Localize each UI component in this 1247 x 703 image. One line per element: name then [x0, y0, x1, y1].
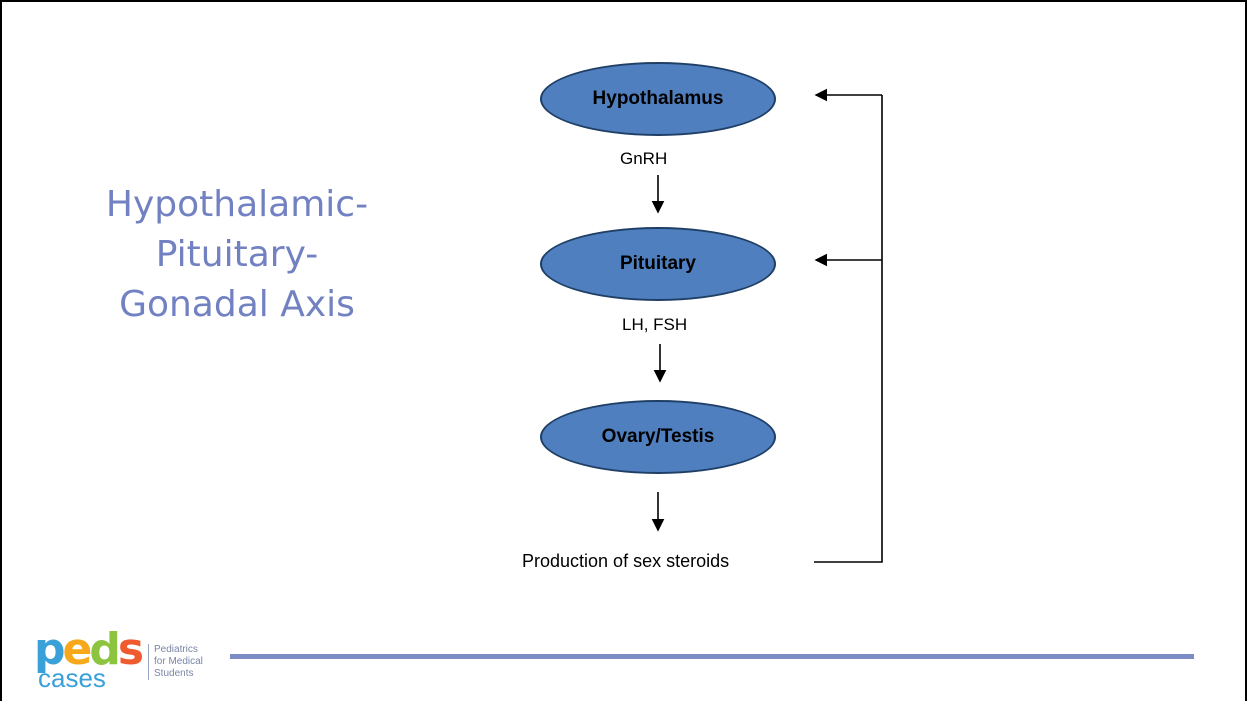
logo-wordmark: peds: [34, 628, 144, 672]
title-line-1: Hypothalamic-: [105, 184, 369, 225]
logo-tagline-line-3: Students: [154, 668, 194, 679]
pedscases-logo: peds cases Pediatrics for Medical Studen…: [34, 628, 224, 698]
logo-tagline-line-2: for Medical: [154, 656, 203, 667]
node-ovary-testis: Ovary/Testis: [540, 400, 776, 474]
node-pituitary: Pituitary: [540, 227, 776, 301]
edge-label-gnrh: GnRH: [620, 149, 668, 168]
logo-tagline-line-1: Pediatrics: [154, 644, 198, 655]
logo-tagline: Pediatrics for Medical Students: [148, 644, 224, 680]
node-hypothalamus-label: Hypothalamus: [592, 88, 724, 109]
logo-letter-s: s: [117, 624, 144, 675]
slide-title: Hypothalamic- Pituitary- Gonadal Axis: [72, 180, 402, 330]
output-label: Production of sex steroids: [522, 551, 730, 571]
node-ovary-testis-label: Ovary/Testis: [601, 426, 715, 447]
edge-label-lh-fsh: LH, FSH: [622, 315, 688, 334]
logo-letter-p: p: [34, 624, 65, 675]
node-hypothalamus: Hypothalamus: [540, 62, 776, 136]
logo-letter-e: e: [62, 624, 93, 675]
title-line-2: Pituitary-: [155, 234, 319, 275]
node-pituitary-label: Pituitary: [619, 253, 697, 274]
logo-subword: cases: [38, 663, 106, 693]
feedback-loop-line: [814, 95, 883, 563]
logo-letter-d: d: [89, 624, 120, 675]
footer-rule: [230, 654, 1194, 659]
title-line-3: Gonadal Axis: [119, 284, 355, 325]
